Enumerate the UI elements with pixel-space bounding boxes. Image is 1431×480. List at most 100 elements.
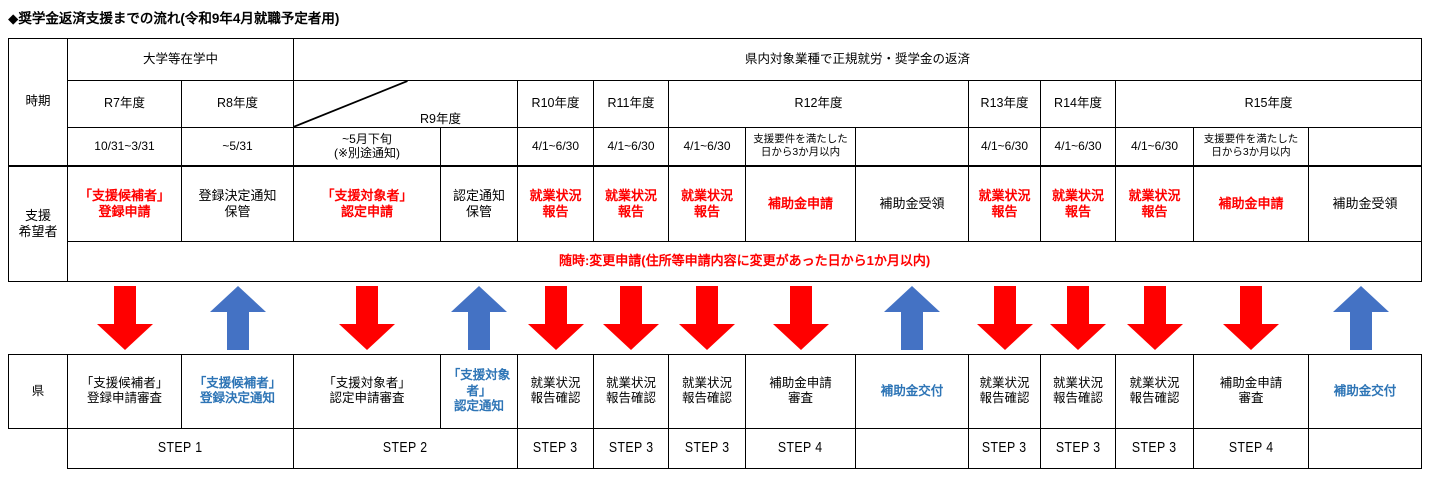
flow-table: 時期 大学等在学中 県内対象業種で正規就労・奨学金の返済 R7年度 R8年度 R… — [8, 37, 1423, 469]
arrow-shaft — [355, 285, 378, 326]
step-cell-10: STEP 3 — [1115, 427, 1195, 469]
step-cell-1: STEP 1 — [66, 427, 295, 469]
applicant-action-1: 「支援候補者」 登録申請 — [67, 165, 182, 242]
date-r9-2 — [440, 126, 519, 167]
period-label: 時期 — [8, 37, 68, 167]
arrow-shaft — [1349, 309, 1372, 350]
arrow-shaft — [619, 285, 642, 326]
arrow-shaft — [226, 309, 249, 350]
date-r15-3 — [1308, 126, 1423, 167]
year-r15: R15年度 — [1115, 80, 1423, 128]
prefecture-action-6: 就業状況 報告確認 — [593, 353, 670, 429]
arrow-head — [883, 285, 940, 312]
arrow-head — [450, 285, 507, 312]
prefecture-action-7: 就業状況 報告確認 — [668, 353, 747, 429]
year-r12: R12年度 — [668, 80, 970, 128]
red-down-arrow — [1126, 285, 1183, 350]
r9-diagonal-line — [294, 81, 408, 127]
date-r12-2: 支援要件を満たした 日から3か月以内 — [745, 126, 857, 167]
year-r11: R11年度 — [593, 80, 670, 128]
prefecture-action-9: 補助金交付 — [855, 353, 970, 429]
date-r12-1: 4/1~6/30 — [668, 126, 747, 167]
step-cell-12 — [1308, 427, 1423, 469]
arrow-shaft — [113, 285, 136, 326]
date-r8: ~5/31 — [180, 126, 295, 167]
step-cell-7 — [855, 427, 970, 469]
step-row-spacer — [9, 428, 68, 468]
date-r15-1: 4/1~6/30 — [1115, 126, 1195, 167]
applicant-label: 支援 希望者 — [8, 165, 68, 282]
arrow-shaft — [544, 285, 567, 326]
year-r9-label: R9年度 — [420, 111, 461, 126]
arrow-head — [96, 323, 153, 350]
prefecture-action-13: 補助金申請 審査 — [1193, 353, 1310, 429]
arrow-head — [1049, 323, 1106, 350]
red-down-arrow — [1222, 285, 1279, 350]
step-label: STEP 4 — [1228, 439, 1274, 457]
applicant-action-3: 「支援対象者」 認定申請 — [293, 165, 442, 242]
date-r14: 4/1~6/30 — [1040, 126, 1117, 167]
date-r7: 10/31~3/31 — [67, 126, 182, 167]
blue-up-arrow — [1332, 285, 1389, 350]
applicant-action-9: 補助金受領 — [855, 165, 970, 242]
applicant-action-10: 就業状況 報告 — [968, 165, 1042, 242]
phase-in-school: 大学等在学中 — [66, 38, 295, 81]
arrow-head — [602, 323, 659, 350]
page-title: ◆奨学金返済支援までの流れ(令和9年4月就職予定者用) — [8, 11, 340, 26]
arrow-head — [338, 323, 395, 350]
red-down-arrow — [96, 285, 153, 350]
prefecture-action-1: 「支援候補者」 登録申請審査 — [67, 353, 182, 429]
step-cell-9: STEP 3 — [1040, 427, 1117, 469]
applicant-action-8: 補助金申請 — [745, 165, 857, 242]
arrow-head — [772, 323, 829, 350]
step-cell-8: STEP 3 — [968, 427, 1042, 469]
step-label: STEP 3 — [608, 439, 654, 457]
prefecture-action-8: 補助金申請 審査 — [745, 353, 857, 429]
arrow-head — [1126, 323, 1183, 350]
arrow-shaft — [993, 285, 1016, 326]
arrow-shaft — [695, 285, 718, 326]
applicant-action-5: 就業状況 報告 — [517, 165, 595, 242]
step-label: STEP 2 — [383, 439, 428, 457]
red-down-arrow — [976, 285, 1033, 350]
year-r9: R9年度 — [293, 80, 519, 128]
applicant-action-2: 登録決定通知 保管 — [180, 165, 295, 242]
year-r13: R13年度 — [968, 80, 1042, 128]
date-r9-1: ~5月下旬 (※別途通知) — [293, 126, 442, 167]
arrow-shaft — [1143, 285, 1166, 326]
prefecture-action-5: 就業状況 報告確認 — [517, 353, 595, 429]
arrow-shaft — [900, 309, 923, 350]
step-label: STEP 4 — [778, 439, 823, 457]
step-label: STEP 1 — [158, 439, 203, 457]
step-label: STEP 3 — [1055, 439, 1101, 457]
red-down-arrow — [527, 285, 584, 350]
phase-working: 県内対象業種で正規就労・奨学金の返済 — [293, 38, 1423, 81]
step-label: STEP 3 — [684, 439, 730, 457]
arrow-shaft — [467, 309, 490, 350]
arrow-shaft — [789, 285, 812, 326]
arrow-head — [1222, 323, 1279, 350]
prefecture-action-3: 「支援対象者」 認定申請審査 — [293, 353, 442, 429]
prefecture-action-10: 就業状況 報告確認 — [968, 353, 1042, 429]
red-down-arrow — [678, 285, 735, 350]
red-down-arrow — [602, 285, 659, 350]
arrow-head — [209, 285, 266, 312]
arrow-shaft — [1066, 285, 1089, 326]
red-down-arrow — [338, 285, 395, 350]
applicant-action-12: 就業状況 報告 — [1115, 165, 1195, 242]
step-cell-11: STEP 4 — [1193, 427, 1310, 469]
year-r7: R7年度 — [67, 80, 182, 128]
arrow-shaft — [1239, 285, 1262, 326]
step-cell-5: STEP 3 — [668, 427, 747, 469]
prefecture-action-4: 「支援対象者」 認定通知 — [440, 353, 519, 429]
applicant-action-13: 補助金申請 — [1193, 165, 1310, 242]
red-down-arrow — [1049, 285, 1106, 350]
blue-up-arrow — [450, 285, 507, 350]
applicant-action-14: 補助金受領 — [1308, 165, 1423, 242]
applicant-action-11: 就業状況 報告 — [1040, 165, 1117, 242]
year-r8: R8年度 — [180, 80, 295, 128]
step-cell-6: STEP 4 — [745, 427, 857, 469]
date-r15-2: 支援要件を満たした 日から3か月以内 — [1193, 126, 1310, 167]
date-r11: 4/1~6/30 — [593, 126, 670, 167]
